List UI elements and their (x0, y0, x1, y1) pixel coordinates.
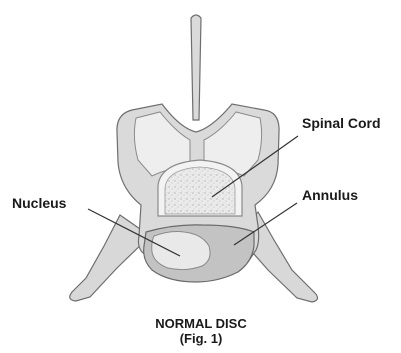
annulus-label: Annulus (302, 187, 358, 203)
spinal-cord-label: Spinal Cord (302, 115, 381, 131)
caption-figure-number: (Fig. 1) (180, 331, 223, 346)
nucleus-label: Nucleus (12, 195, 67, 211)
left-transverse-process (70, 215, 150, 301)
caption-title: NORMAL DISC (155, 316, 247, 331)
spinous-process (191, 15, 201, 120)
nucleus (152, 232, 210, 270)
spinal-cord (165, 167, 235, 214)
